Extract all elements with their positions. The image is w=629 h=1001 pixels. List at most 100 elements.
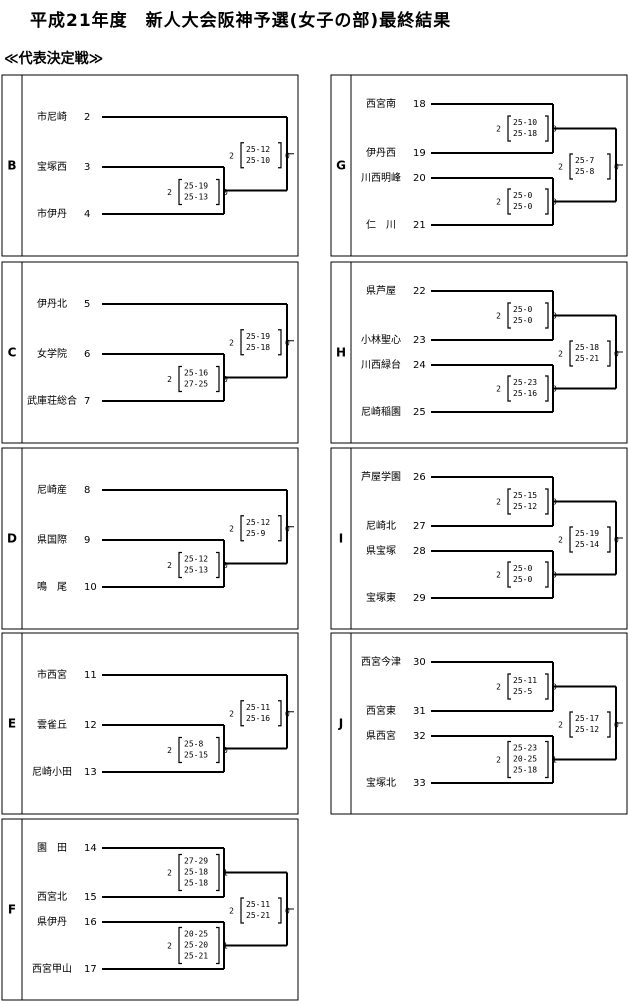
team-seed: 28: [413, 546, 426, 557]
score-set: 25-16: [184, 369, 208, 378]
team-seed: 16: [84, 917, 97, 928]
team-name: 女学院: [37, 347, 67, 360]
score-set: 25-21: [184, 952, 208, 961]
score-right-wins: 0: [614, 721, 619, 730]
score-left-wins: 2: [167, 188, 172, 197]
score-right-wins: 0: [223, 375, 228, 384]
score-set: 25-12: [575, 725, 599, 734]
team-name: 宝塚西: [37, 160, 67, 173]
score-left-wins: 2: [496, 683, 501, 692]
score-left-wins: 2: [229, 709, 234, 718]
score-open-bracket: [507, 375, 511, 402]
team-name: 西宮北: [37, 890, 67, 903]
score-close-bracket: [545, 488, 549, 515]
score-left-wins: 2: [496, 312, 501, 321]
score-set: 25-0: [513, 202, 532, 211]
team-name: 小林聖心: [361, 333, 401, 346]
score-set: 25-18: [575, 343, 599, 352]
score-left-wins: 2: [558, 721, 563, 730]
team-name: 尼崎小田: [32, 765, 72, 778]
score-left-wins: 2: [558, 163, 563, 172]
score-left-wins: 2: [229, 907, 234, 916]
box-border: [330, 447, 628, 630]
team-seed: 9: [84, 535, 90, 546]
team-name: 川西明峰: [361, 172, 401, 184]
box-border: [330, 261, 628, 444]
pool-letter: E: [8, 717, 16, 731]
score-set: 25-12: [246, 518, 270, 527]
bracket-box: I芦屋学園26尼崎北27県宝塚28宝塚東29225-1525-120225-02…: [330, 447, 628, 630]
score-open-bracket: [240, 700, 244, 727]
box-border: [1, 447, 299, 630]
pool-letter: F: [8, 903, 16, 917]
score-right-wins: 0: [614, 350, 619, 359]
score-close-bracket: [545, 115, 549, 142]
score-set: 25-10: [246, 156, 270, 165]
box-border: [1, 74, 299, 257]
score-right-wins: 0: [614, 163, 619, 172]
score-set: 25-23: [513, 378, 537, 387]
team-seed: 3: [84, 162, 90, 173]
team-name: 尼崎北: [366, 519, 396, 532]
semi-score: 225-025-00: [496, 188, 557, 215]
team-name: 西宮南: [366, 97, 396, 110]
score-set: 25-18: [513, 129, 537, 138]
semi-score: 225-025-00: [496, 561, 557, 588]
score-set: 25-13: [184, 566, 208, 575]
score-set: 25-18: [184, 879, 208, 888]
team-name: 川西緑台: [361, 358, 401, 371]
score-close-bracket: [278, 329, 282, 356]
score-left-wins: 2: [167, 746, 172, 755]
score-close-bracket: [278, 515, 282, 542]
team-name: 市西宮: [37, 668, 67, 681]
team-name: 仁 川: [366, 219, 396, 231]
score-open-bracket: [507, 188, 511, 215]
score-right-wins: 0: [614, 536, 619, 545]
score-open-bracket: [569, 526, 573, 553]
score-set: 25-18: [184, 868, 208, 877]
team-name: 県宝塚: [366, 544, 396, 557]
team-seed: 33: [413, 778, 426, 789]
score-set: 25-5: [513, 687, 532, 696]
score-open-bracket: [569, 340, 573, 367]
score-set: 25-14: [575, 540, 599, 549]
score-open-bracket: [178, 178, 182, 206]
score-close-bracket: [545, 740, 549, 779]
score-close-bracket: [278, 700, 282, 727]
score-close-bracket: [216, 853, 220, 892]
score-left-wins: 2: [167, 942, 172, 951]
team-seed: 12: [84, 720, 97, 731]
score-set: 20-25: [184, 930, 208, 939]
team-name: 宝塚北: [366, 776, 396, 789]
box-border: [1, 261, 299, 444]
team-seed: 8: [84, 485, 90, 496]
score-right-wins: 0: [223, 746, 228, 755]
score-set: 25-11: [246, 900, 270, 909]
team-name: 尼崎産: [37, 483, 67, 496]
score-right-wins: 0: [285, 151, 290, 160]
semi-score: 225-025-00: [496, 302, 557, 329]
score-set: 20-25: [513, 755, 537, 764]
score-left-wins: 2: [167, 561, 172, 570]
score-set: 27-29: [184, 857, 208, 866]
team-name: 宝塚東: [366, 591, 396, 604]
team-name: 鳴 尾: [37, 580, 67, 593]
team-name: 県芦屋: [366, 285, 396, 297]
team-seed: 20: [413, 173, 426, 184]
score-right-wins: 0: [285, 524, 290, 533]
score-left-wins: 2: [167, 869, 172, 878]
score-left-wins: 2: [496, 385, 501, 394]
score-set: 25-13: [184, 193, 208, 202]
score-set: 25-11: [513, 676, 537, 685]
score-left-wins: 2: [496, 198, 501, 207]
